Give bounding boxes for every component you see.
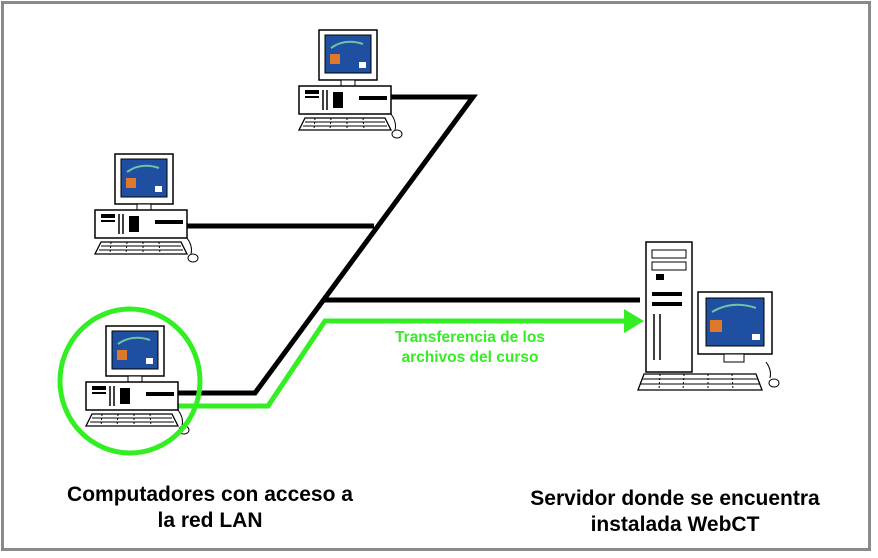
- diagram-frame: [1, 1, 871, 551]
- desktop-computer-icon: [298, 29, 403, 139]
- clients-caption-line-1: Computadores con acceso a: [67, 483, 353, 506]
- server-tower-icon: [637, 241, 780, 391]
- highlight-circle: [57, 306, 203, 456]
- clients-caption-line-2: la red LAN: [157, 509, 263, 532]
- transfer-label-line-1: Transferencia de los: [395, 329, 545, 346]
- desktop-computer-icon: [85, 325, 190, 435]
- transfer-label-line-2: archivos del curso: [401, 349, 539, 366]
- transfer-path: [172, 318, 630, 409]
- server-caption-line-2: instalada WebCT: [590, 513, 760, 536]
- clients-caption: Computadores con acceso a la red LAN: [20, 482, 400, 534]
- transfer-label: Transferencia de los archivos del curso: [340, 328, 600, 368]
- server-caption-line-1: Servidor donde se encuentra: [530, 487, 820, 510]
- transfer-arrowhead: [624, 309, 644, 333]
- server-caption: Servidor donde se encuentra instalada We…: [480, 486, 870, 538]
- desktop-computer-icon: [94, 153, 199, 263]
